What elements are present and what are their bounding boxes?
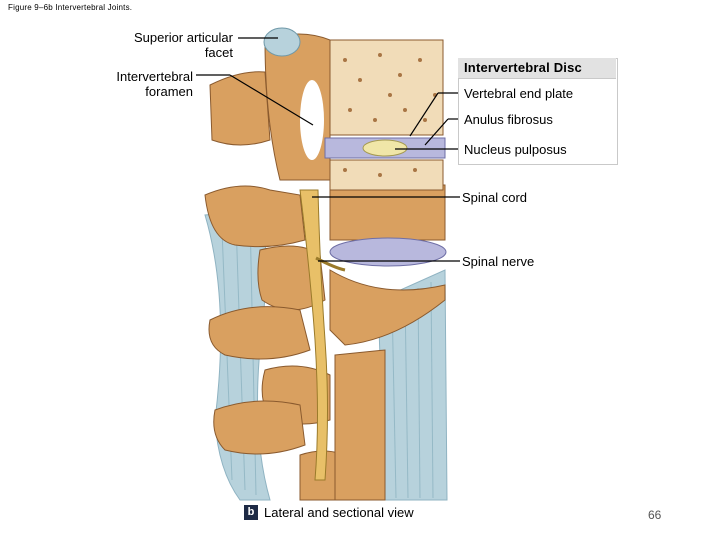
figure-title: Figure 9–6b Intervertebral Joints. bbox=[8, 3, 133, 12]
disc-label-heading-bar bbox=[458, 58, 616, 79]
disc-heading: Intervertebral Disc bbox=[464, 60, 582, 75]
label-spinal-cord: Spinal cord bbox=[462, 190, 528, 205]
caption-text: Lateral and sectional view bbox=[264, 505, 414, 520]
label-nucleus-pulposus: Nucleus pulposus bbox=[464, 142, 567, 157]
label-vertebral-end-plate: Vertebral end plate bbox=[464, 86, 574, 101]
page-number: 66 bbox=[648, 508, 662, 522]
caption-badge: b bbox=[244, 505, 258, 520]
label-intervertebral-foramen: Intervertebral foramen bbox=[116, 69, 193, 99]
label-superior-articular-facet: Superior articular facet bbox=[134, 30, 233, 60]
label-anulus-fibrosus: Anulus fibrosus bbox=[464, 112, 553, 127]
label-spinal-nerve: Spinal nerve bbox=[462, 254, 535, 269]
